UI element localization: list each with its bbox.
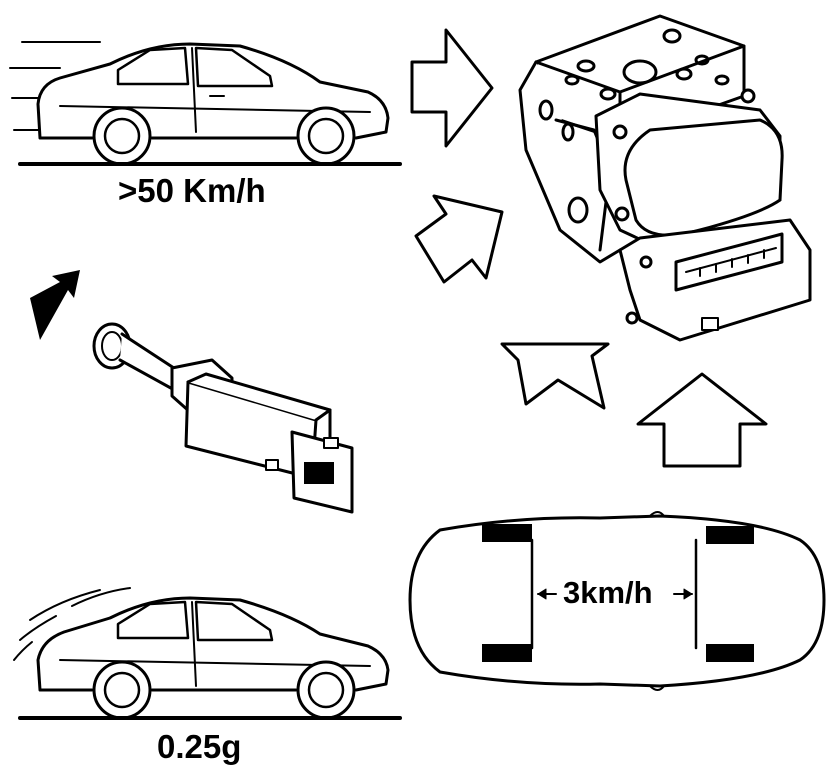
car-side-decel-icon [13, 587, 402, 720]
speed-threshold-label: >50 Km/h [118, 172, 266, 209]
wheel-speed-diff-label: 3km/h [561, 575, 655, 611]
deceleration-label: 0.25g [157, 728, 242, 765]
brake-light-switch-icon [30, 270, 354, 514]
abs-control-unit-icon [518, 14, 812, 342]
arrow-icon [410, 28, 768, 468]
car-side-speed-icon [9, 41, 402, 166]
